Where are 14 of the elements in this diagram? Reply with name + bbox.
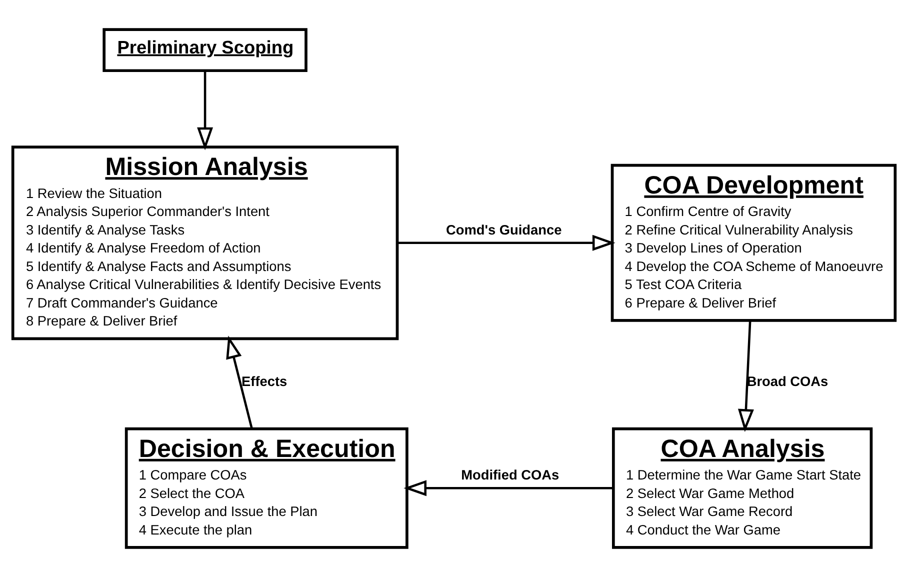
- node-box: Mission Analysis 1 Review the Situation 2 Analysis Superior Commander's Intent 3 Identify & Analyse Tasks 4 Identify & Analyse Freedom of Action 5 Identify & Analyse Facts and Assumptions 6 Analyse Critical Vulnerabilities & Identify Decisive Events 7 Draft Commander's Guidance 8 Prepare & Deliver Brief: [11, 145, 399, 340]
- edge-label: Effects: [242, 374, 288, 389]
- edge-label: Broad COAs: [746, 374, 828, 389]
- node-box: COA Development 1 Confirm Centre of Gravity 2 Refine Critical Vulnerability Analysis 3 Develop Lines of Operation 4 Develop the COA Scheme of Manoeuvre 5 Test COA Criteria 6 Prepare & Deliver Brief: [610, 163, 897, 322]
- edge-label: Modified COAs: [461, 467, 560, 482]
- node-box: Preliminary Scoping: [102, 28, 308, 72]
- arrow: [404, 480, 614, 496]
- arrow: [226, 335, 253, 428]
- arrow: [197, 70, 214, 150]
- arrow: [738, 320, 754, 432]
- node-box: COA Analysis 1 Determine the War Game Start State 2 Select War Game Method 3 Select War Game Record 4 Conduct the War Game: [612, 426, 873, 548]
- node-box: Decision & Execution 1 Compare COAs 2 Select the COA 3 Develop and Issue the Plan 4 Execute the plan: [124, 426, 408, 548]
- edge-label: Comd's Guidance: [446, 222, 562, 237]
- arrow: [397, 234, 616, 250]
